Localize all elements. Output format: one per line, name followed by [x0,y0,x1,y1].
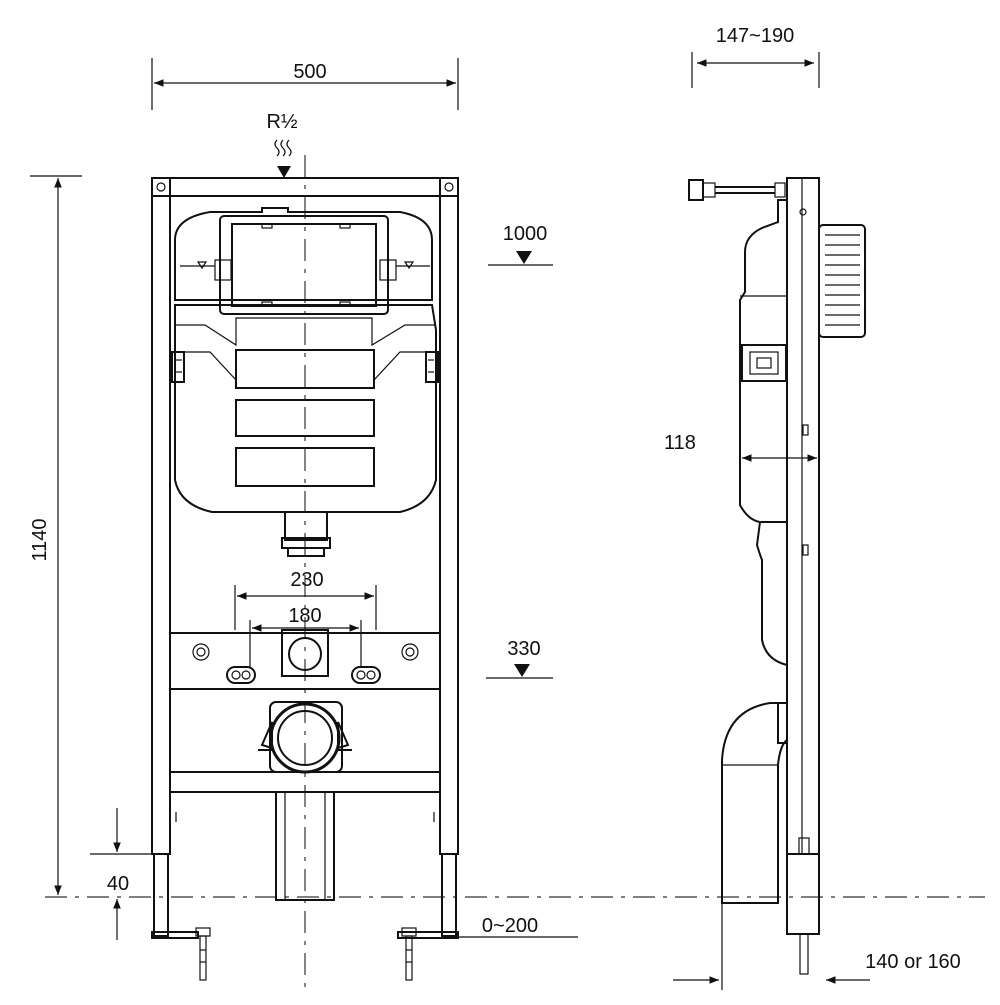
outlet-height-label: 330 [507,638,540,660]
side-foot [786,837,820,975]
side-frame-profile [786,177,820,855]
outlet-spacing-inner-label: 180 [288,605,321,627]
supply-label: R½ [266,111,297,133]
flush-opening [180,215,430,315]
outlet-spacing-outer-label: 230 [290,569,323,591]
front-dimensions: 500 R½ 1140 1000 230 180 330 [29,58,578,940]
side-cistern [739,199,788,666]
pipe-diameter-label: 140 or 160 [865,951,961,973]
flush-pipe [281,511,331,557]
front-view [45,155,985,990]
cistern-ribs [235,349,375,487]
side-drain-elbow [721,702,788,904]
frame-width-label: 500 [293,61,326,83]
flush-connector [818,224,866,338]
flush-height-label: 1000 [503,223,548,245]
cistern-depth-label: 118 [664,432,696,454]
water-supply-icon [274,139,292,178]
foot-offset-label: 40 [107,873,129,895]
depth-range-label: 147~190 [716,25,794,47]
cistern-tank [174,207,437,513]
frame-height-label: 1140 [29,518,51,561]
mounting-frame [151,177,459,855]
drain-connection [169,701,441,901]
side-view [688,177,866,975]
side-dimensions: 147~190 118 140 or 160 [664,25,961,990]
mounting-plate [169,629,441,690]
frame-legs [151,853,459,981]
side-clips [171,351,439,383]
leg-extension-label: 0~200 [482,915,538,937]
supply-hose [688,179,786,201]
